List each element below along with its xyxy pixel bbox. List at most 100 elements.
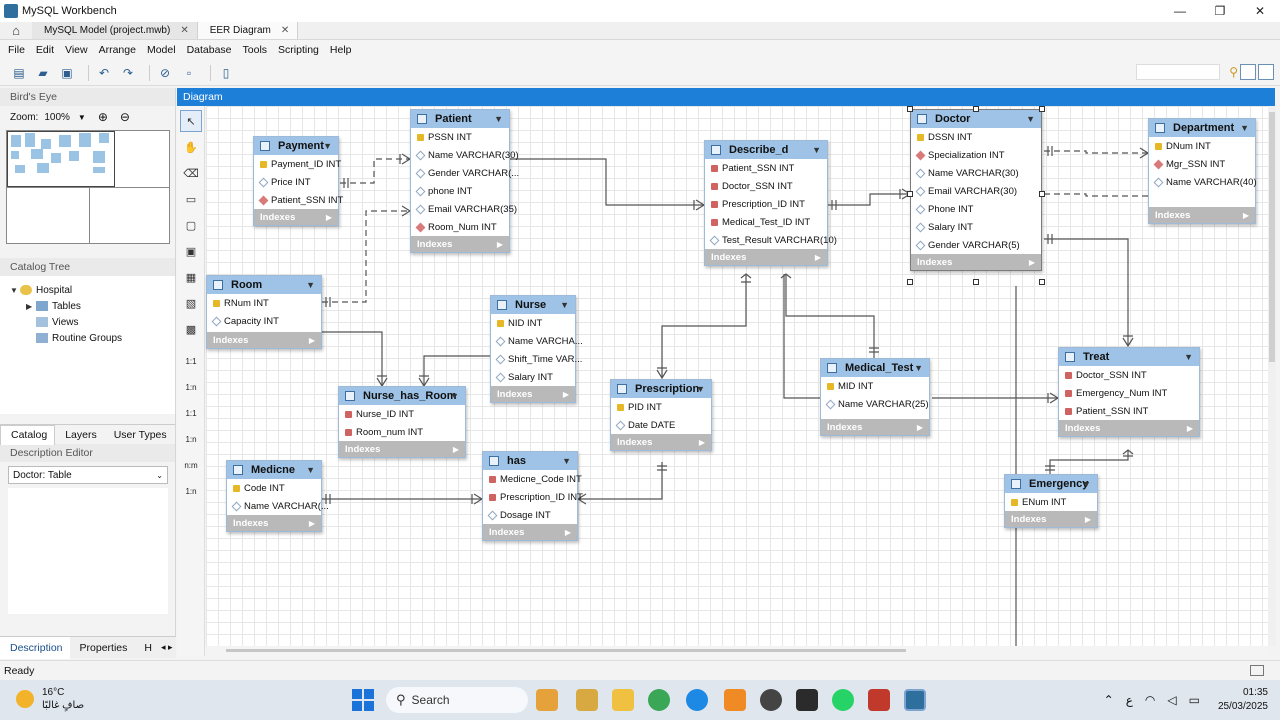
rel-describe-medical-test-side[interactable] [783,274,820,399]
column-row[interactable]: Name VARCHAR(... [227,497,329,515]
entity-header[interactable]: Emergency▼ [1005,475,1097,493]
column-row[interactable]: Gender VARCHAR(5) [911,236,1041,254]
column-row[interactable]: PID INT [611,398,711,416]
entity-treat[interactable]: Treat▼ Doctor_SSN INT Emergency_Num INT … [1058,347,1200,437]
rel-department-manager[interactable] [1044,193,1148,197]
scroll-thumb[interactable] [1269,112,1275,362]
zoom-out-icon[interactable]: ⊖ [119,110,130,124]
mysql-workbench-taskbar-icon[interactable] [904,689,926,711]
indexes-section[interactable]: Indexes▶ [821,419,929,435]
expand-right-icon[interactable]: ▶ [1028,257,1035,267]
toggle-sidebar-icon[interactable] [1240,64,1256,80]
column-row[interactable]: Gender VARCHAR(... [411,164,519,182]
indexes-section[interactable]: Indexes▶ [1005,511,1097,527]
toolbar-search-input[interactable] [1136,64,1220,80]
edge-icon[interactable] [686,689,708,711]
indexes-section[interactable]: Indexes▶ [254,209,338,225]
collapse-arrow-icon[interactable]: ▼ [1082,479,1091,489]
collapse-arrow-icon[interactable]: ▼ [450,391,459,401]
column-row[interactable]: Prescription_ID INT [483,488,583,506]
expand-right-icon[interactable]: ▶ [562,389,569,399]
collapse-arrow-icon[interactable]: ▼ [812,145,821,155]
resize-handle[interactable] [973,279,979,285]
expand-right-icon[interactable]: ▶ [452,444,459,454]
rel-doctor-describe[interactable] [828,193,910,206]
expand-right-icon[interactable]: ▶ [1242,210,1249,220]
indexes-section[interactable]: Indexes▶ [483,524,577,540]
tab-close-icon[interactable]: ✕ [180,25,189,36]
rel-emergency-treat[interactable] [1049,450,1129,474]
windows-start-icon[interactable] [352,689,374,711]
column-row[interactable]: Room_num INT [339,423,465,441]
clock[interactable]: 01:35 25/03/2025 [1218,686,1268,714]
indexes-section[interactable]: Indexes▶ [911,254,1041,270]
menu-scripting[interactable]: Scripting [278,44,319,56]
eraser-icon[interactable]: ⌫ [183,167,199,180]
github-desktop-icon[interactable] [760,689,782,711]
tab-properties[interactable]: Properties [79,641,128,654]
toggle-secondary-sidebar-icon[interactable] [1258,64,1274,80]
note-tool-icon[interactable]: ▢ [185,219,197,232]
expand-right-icon[interactable]: ▶ [1084,514,1091,524]
entity-header[interactable]: Medicne▼ [227,461,321,479]
open-folder-icon[interactable]: ▰ [38,65,48,80]
file-explorer-icon[interactable] [576,689,598,711]
collapse-arrow-icon[interactable]: ▼ [1184,352,1193,362]
routine-group-tool-icon[interactable]: ▩ [185,323,197,336]
tab-catalog[interactable]: Catalog [0,424,56,445]
entity-department[interactable]: Department▼ DNum INT Mgr_SSN INT Name VA… [1148,118,1257,224]
output-panel-icon[interactable] [1250,665,1264,676]
entity-header[interactable]: Treat▼ [1059,348,1199,366]
chevron-up-icon[interactable]: ⌃ [1103,693,1114,707]
column-row[interactable]: Room_Num INT [411,218,509,236]
entity-prescription[interactable]: Prescription▼ PID INT Date DATE Indexes▶ [610,379,712,451]
volume-icon[interactable]: ◁ [1167,693,1177,707]
vlc-icon[interactable] [724,689,746,711]
collapse-arrow-icon[interactable]: ▼ [1240,123,1249,133]
resize-handle[interactable] [907,106,913,112]
column-row[interactable]: Code INT [227,479,321,497]
column-row[interactable]: DNum INT [1149,137,1255,155]
column-row[interactable]: Specialization INT [911,146,1041,164]
indexes-section[interactable]: Indexes▶ [611,434,711,450]
viewport-frame[interactable] [7,131,115,187]
rel-doctor-treat[interactable] [1044,238,1129,346]
collapse-arrow-icon[interactable]: ▼ [306,465,315,475]
indexes-section[interactable]: Indexes▶ [1149,207,1255,223]
column-row[interactable]: Patient_SSN INT [1059,402,1199,420]
entity-patient[interactable]: Patient▼ PSSN INT Name VARCHAR(30) Gende… [410,109,519,253]
indexes-section[interactable]: Indexes▶ [227,515,321,531]
tree-item-tables[interactable]: ▶ Tables [0,298,175,314]
scroll-tabs-icon[interactable]: ◂ ▸ [160,642,173,652]
new-diagram-icon[interactable]: ▯ [222,65,230,80]
resize-handle[interactable] [1039,106,1045,112]
find-icon[interactable]: ⚲ [1229,65,1238,79]
description-textarea[interactable] [8,488,168,614]
expand-right-icon[interactable]: ▶ [308,518,315,528]
diagram-canvas[interactable]: Payment▼ Payment_ID INT Price INT Patien… [206,106,1268,646]
tab-history[interactable]: H [144,641,152,654]
column-row[interactable]: Email VARCHAR(30) [911,182,1041,200]
entity-medical-test[interactable]: Medical_Test▼ MID INT Name VARCHAR(25) I… [820,358,930,436]
table-tool-icon[interactable]: ▦ [185,271,197,284]
entity-payment[interactable]: Payment▼ Payment_ID INT Price INT Patien… [253,136,343,226]
resize-handle[interactable] [973,106,979,112]
column-row[interactable]: phone INT [411,182,509,200]
tab-layers[interactable]: Layers [65,428,97,441]
tab-close-icon[interactable]: ✕ [280,25,290,36]
select-pointer-icon[interactable]: ↖ [180,110,202,132]
column-row[interactable]: Medical_Test_ID INT [705,213,827,231]
undo-icon[interactable]: ↶ [98,65,110,80]
whatsapp-icon[interactable] [832,689,854,711]
column-row[interactable]: Test_Result VARCHAR(10) [705,231,837,249]
column-row[interactable]: Salary INT [911,218,1041,236]
description-object-select[interactable]: Doctor: Table ⌄ [8,466,168,484]
vertical-scrollbar[interactable] [1268,106,1276,646]
rel-prescription-has[interactable] [578,462,663,500]
column-row[interactable]: Shift_Time VAR... [491,350,582,368]
entity-header[interactable]: Doctor▼ [911,110,1041,128]
indexes-section[interactable]: Indexes▶ [491,386,575,402]
column-row[interactable]: Name VARCHA... [491,332,583,350]
collapse-arrow-icon[interactable]: ▼ [696,384,705,394]
entity-header[interactable]: Patient▼ [411,110,509,128]
